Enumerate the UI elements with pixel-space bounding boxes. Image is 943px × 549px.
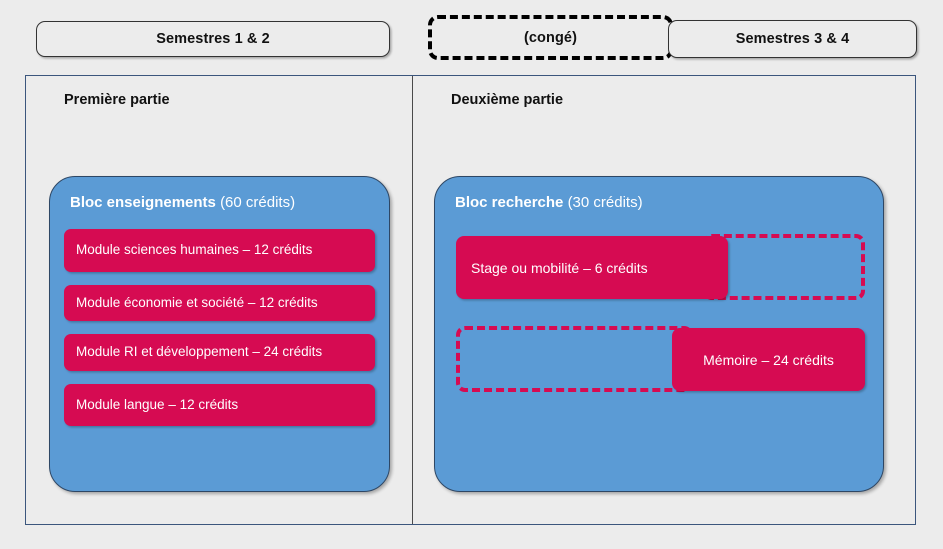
semester-pill-label: Semestres 3 & 4 — [735, 31, 850, 47]
semester-pill-label: (congé) — [523, 29, 578, 46]
column-deuxieme-partie: Deuxième partie Bloc recherche (30 crédi… — [413, 76, 915, 524]
dashed-placeholder-box — [456, 326, 693, 392]
research-row-list: Stage ou mobilité – 6 crédits Mémoire – … — [456, 234, 865, 392]
research-item-label: Stage ou mobilité – 6 crédits — [471, 259, 648, 276]
semester-pill-semestres-1-2[interactable]: Semestres 1 & 2 — [36, 21, 390, 57]
semester-pill-semestres-3-4[interactable]: Semestres 3 & 4 — [668, 20, 917, 58]
semester-pill-conge[interactable]: (congé) — [428, 15, 673, 60]
module-label: Module économie et société – 12 crédits — [76, 294, 318, 310]
column-title-deuxieme-partie: Deuxième partie — [451, 92, 564, 108]
bloc-recherche-credits: (30 crédits) — [567, 194, 643, 211]
semester-pill-label: Semestres 1 & 2 — [156, 31, 270, 47]
bloc-enseignements-credits: (60 crédits) — [220, 194, 296, 211]
bloc-enseignements: Bloc enseignements (60 crédits) Module s… — [49, 176, 390, 492]
module-label: Module RI et développement – 24 crédits — [76, 344, 323, 360]
module-label: Module langue – 12 crédits — [76, 396, 239, 412]
bloc-enseignements-name: Bloc enseignements — [70, 194, 216, 211]
column-title-premiere-partie: Première partie — [64, 92, 170, 108]
research-item-memoire[interactable]: Mémoire – 24 crédits — [672, 328, 865, 391]
program-structure-panel: Première partie Bloc enseignements (60 c… — [25, 75, 916, 525]
semester-header-row: Semestres 1 & 2 (congé) Semestres 3 & 4 — [0, 0, 943, 68]
research-item-stage-ou-mobilite[interactable]: Stage ou mobilité – 6 crédits — [456, 236, 728, 299]
research-row-stage: Stage ou mobilité – 6 crédits — [456, 234, 865, 300]
column-premiere-partie: Première partie Bloc enseignements (60 c… — [26, 76, 413, 524]
bloc-recherche-name: Bloc recherche — [455, 194, 564, 211]
research-row-memoire: Mémoire – 24 crédits — [456, 326, 865, 392]
module-langue[interactable]: Module langue – 12 crédits — [64, 383, 375, 427]
bloc-recherche-title: Bloc recherche (30 crédits) — [455, 194, 643, 211]
module-list: Module sciences humaines – 12 crédits Mo… — [64, 229, 375, 427]
module-ri-et-developpement[interactable]: Module RI et développement – 24 crédits — [64, 334, 375, 371]
bloc-recherche: Bloc recherche (30 crédits) Stage ou mob… — [434, 176, 884, 492]
bloc-enseignements-title: Bloc enseignements (60 crédits) — [70, 194, 295, 211]
module-sciences-humaines[interactable]: Module sciences humaines – 12 crédits — [64, 229, 375, 272]
module-label: Module sciences humaines – 12 crédits — [76, 242, 313, 257]
module-economie-et-societe[interactable]: Module économie et société – 12 crédits — [64, 284, 375, 322]
research-item-label: Mémoire – 24 crédits — [703, 351, 834, 368]
